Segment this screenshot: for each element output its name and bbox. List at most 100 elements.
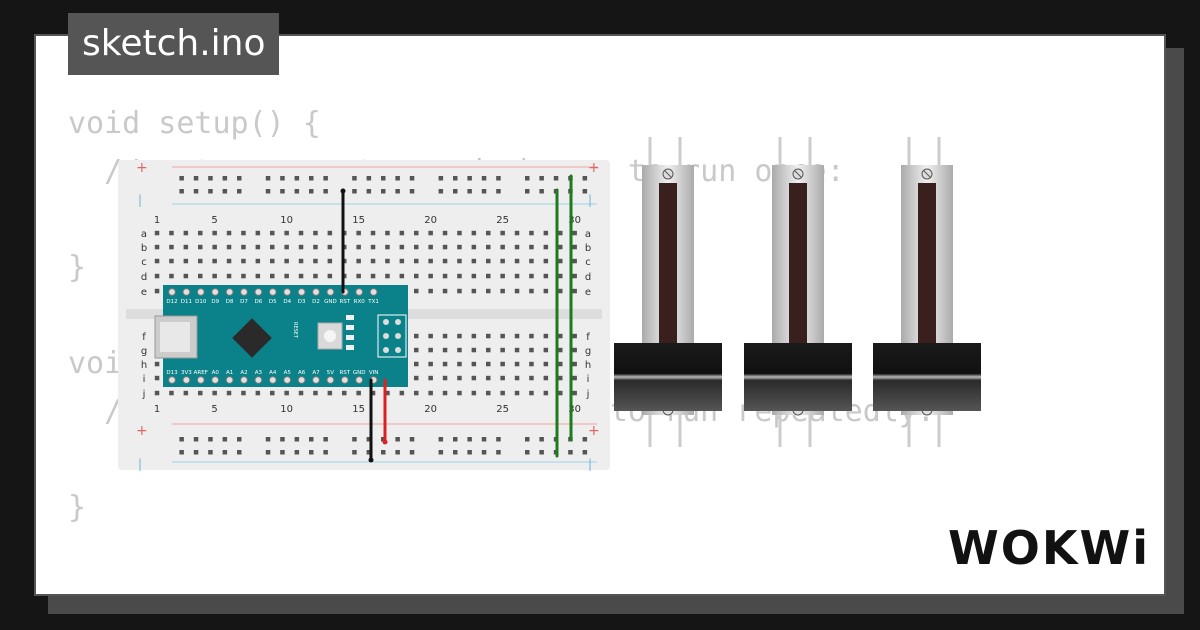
breadboard-hole (183, 258, 189, 264)
column-number: 5 (211, 215, 217, 226)
breadboard-hole (381, 437, 386, 442)
breadboard-hole (241, 390, 246, 396)
breadboard-hole (428, 288, 433, 294)
breadboard-hole (237, 437, 242, 442)
row-letter: j (586, 389, 590, 400)
breadboard-hole (529, 390, 534, 396)
slider-knob[interactable] (744, 343, 852, 411)
breadboard-hole (471, 390, 477, 396)
breadboard-hole (438, 189, 444, 194)
pin-label: RX0 (354, 299, 366, 305)
breadboard-hole (486, 273, 491, 279)
breadboard-hole (486, 258, 491, 264)
icsp-pin (395, 347, 401, 353)
sketch-filename-tab[interactable]: sketch.ino (68, 13, 280, 75)
pin-label: RST (339, 370, 350, 376)
breadboard-hole (237, 189, 242, 194)
breadboard-hole (154, 230, 160, 236)
breadboard-hole (241, 258, 246, 264)
slide-potentiometer-3[interactable] (873, 137, 981, 447)
slide-potentiometers[interactable] (614, 137, 981, 447)
row-letter: d (585, 272, 591, 283)
breadboard-hole (385, 258, 390, 264)
breadboard-hole (428, 390, 433, 396)
breadboard-hole (514, 361, 520, 367)
icsp-header (377, 314, 407, 358)
breadboard-hole (457, 375, 462, 381)
breadboard-hole (529, 244, 534, 250)
breadboard-hole (572, 258, 577, 264)
breadboard-hole (280, 176, 285, 181)
column-number: 30 (568, 404, 581, 415)
pin-label: D6 (255, 299, 263, 305)
breadboard-hole (442, 273, 448, 279)
breadboard-hole (409, 176, 415, 181)
breadboard-hole (486, 347, 491, 353)
breadboard-hole (370, 273, 376, 279)
breadboard-hole (428, 347, 433, 353)
breadboard-hole (313, 390, 318, 396)
breadboard-hole (442, 375, 448, 381)
breadboard-hole (543, 273, 549, 279)
breadboard-hole (399, 273, 405, 279)
breadboard-hole (529, 288, 534, 294)
breadboard-hole (284, 244, 289, 250)
breadboard-hole (471, 288, 477, 294)
slider-knob[interactable] (873, 343, 981, 411)
breadboard-hole (212, 244, 217, 250)
breadboard-hole (442, 288, 448, 294)
pin-header (182, 376, 191, 384)
pin-header (196, 288, 205, 296)
breadboard-hole (356, 258, 361, 264)
breadboard-hole (438, 437, 444, 442)
breadboard-hole (370, 390, 376, 396)
breadboard-hole (500, 347, 505, 353)
breadboard-hole (370, 244, 376, 250)
pin-label: 5V (327, 370, 334, 376)
row-letter: d (141, 272, 147, 283)
breadboard-hole (265, 450, 271, 455)
wires[interactable] (340, 174, 573, 463)
pin-header (355, 376, 364, 384)
icsp-pin (395, 319, 401, 325)
breadboard-hole (255, 230, 261, 236)
breadboard-hole (572, 375, 577, 381)
column-number: 30 (568, 215, 581, 226)
breadboard-hole (529, 230, 534, 236)
column-number: 15 (352, 215, 365, 226)
pin-header (283, 376, 292, 384)
breadboard-hole (471, 230, 477, 236)
pin-header (369, 288, 378, 296)
breadboard-hole (471, 244, 477, 250)
breadboard-hole (370, 258, 376, 264)
breadboard-hole (395, 189, 400, 194)
breadboard-hole (226, 390, 232, 396)
breadboard-hole (198, 390, 203, 396)
slide-potentiometer-1[interactable] (614, 137, 722, 447)
pin-label: D12 (166, 299, 177, 305)
breadboard-hole (169, 258, 174, 264)
breadboard-hole (395, 176, 400, 181)
onboard-led (346, 335, 354, 340)
breadboard-hole (208, 437, 213, 442)
breadboard-hole (327, 390, 333, 396)
breadboard-hole (222, 176, 228, 181)
breadboard-hole (457, 258, 462, 264)
breadboard-hole (298, 273, 304, 279)
slide-potentiometer-2[interactable] (744, 137, 852, 447)
breadboard-hole (414, 333, 419, 339)
breadboard-hole (395, 437, 400, 442)
breadboard-hole (467, 189, 472, 194)
breadboard-hole (481, 450, 487, 455)
breadboard-hole (198, 230, 203, 236)
breadboard-hole (486, 230, 491, 236)
breadboard-hole (543, 288, 549, 294)
breadboard-hole (309, 176, 314, 181)
breadboard-hole (414, 375, 419, 381)
breadboard-hole (514, 375, 520, 381)
slider-knob[interactable] (614, 343, 722, 411)
breadboard-hole (284, 230, 289, 236)
breadboard-hole (222, 450, 228, 455)
